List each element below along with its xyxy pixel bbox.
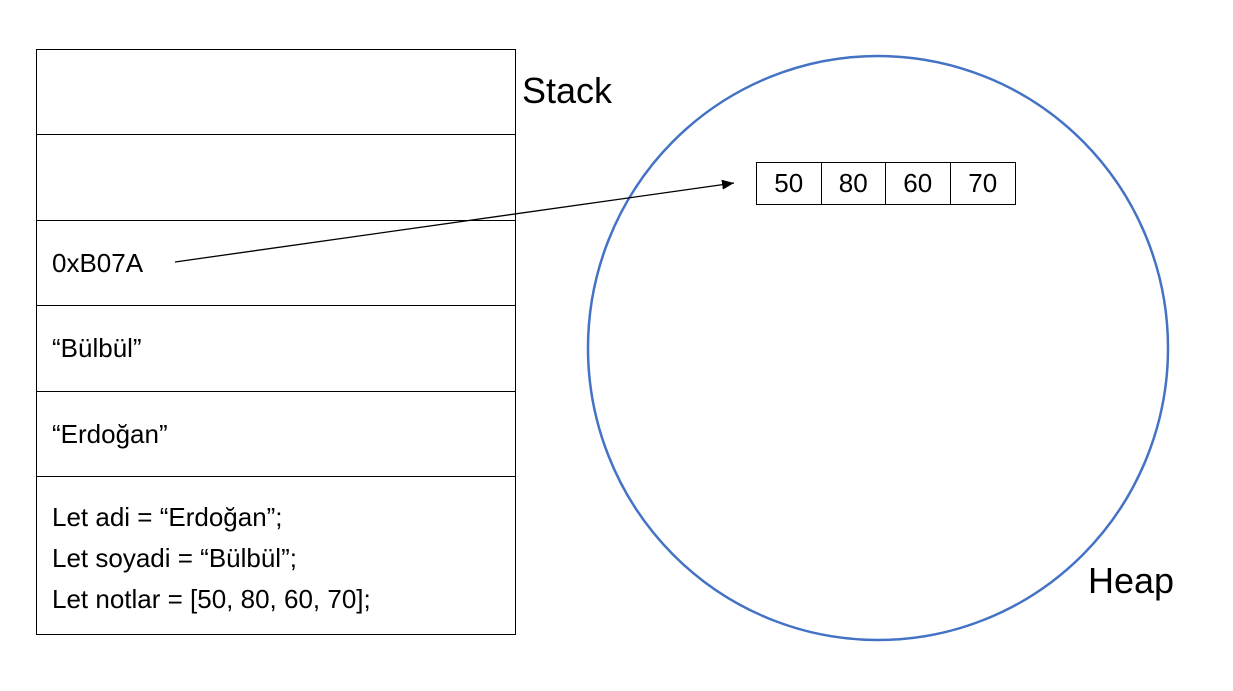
code-line-notlar: Let notlar = [50, 80, 60, 70]; (52, 584, 371, 614)
stack-cell-empty-1 (37, 50, 515, 135)
stack-frame: 0xB07A “Bülbül” “Erdoğan” Let adi = “Erd… (36, 49, 516, 635)
stack-cell-code: Let adi = “Erdoğan”; Let soyadi = “Bülbü… (37, 477, 515, 634)
pointer-arrow (174, 179, 735, 263)
array-cell-0: 50 (757, 163, 822, 204)
stack-cell-adi: “Erdoğan” (37, 392, 515, 477)
stack-cell-soyadi: “Bülbül” (37, 306, 515, 392)
heap-array: 50 80 60 70 (756, 162, 1016, 205)
array-cell-3: 70 (968, 168, 998, 198)
stack-cell-empty-2 (37, 135, 515, 221)
reference-address: 0xB07A (52, 247, 144, 278)
heap-circle (586, 54, 1170, 642)
soyadi-value: “Bülbül” (52, 333, 142, 363)
code-line-soyadi: Let soyadi = “Bülbül”; (52, 543, 297, 573)
adi-value: “Erdoğan” (52, 418, 168, 449)
heap-label: Heap (1088, 560, 1175, 601)
code-line-adi: Let adi = “Erdoğan”; (52, 502, 283, 532)
array-cell-2: 60 (886, 163, 951, 204)
stack-cell-reference: 0xB07A (37, 221, 515, 306)
stack-label: Stack (522, 70, 613, 111)
array-cell-1: 80 (822, 163, 886, 204)
